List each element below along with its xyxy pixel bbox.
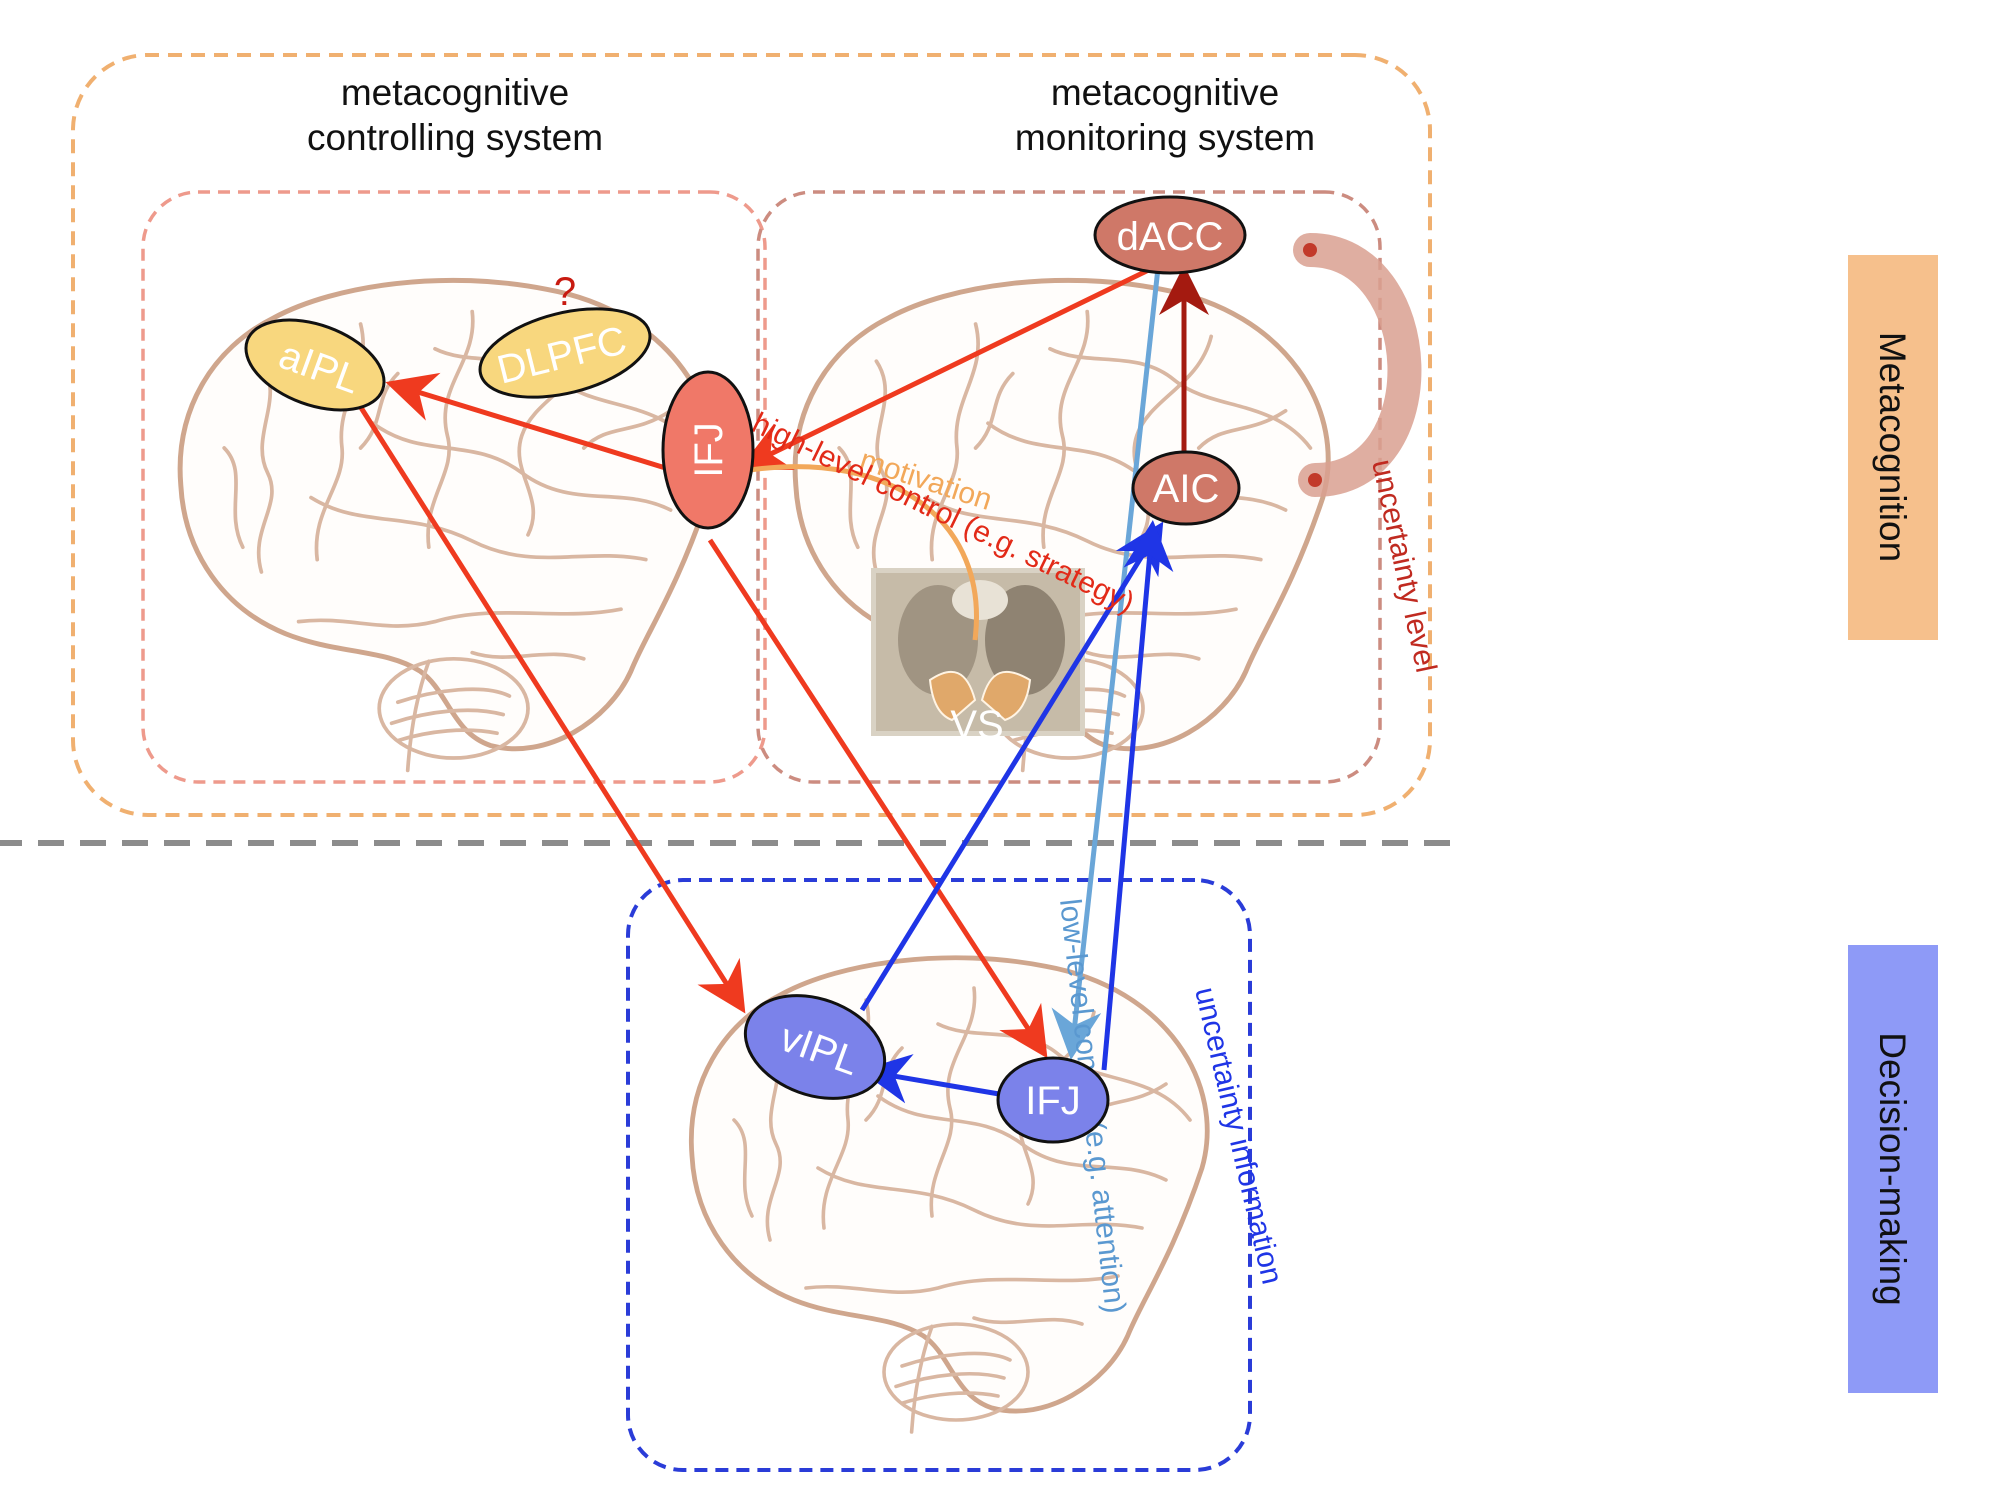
svg-text:Metacognition: Metacognition <box>1872 332 1913 562</box>
controlling-system-title: metacognitive controlling system <box>307 72 603 158</box>
metacognition-box <box>71 53 1432 817</box>
monitoring-system-box <box>756 190 1382 784</box>
region-DLPFC: DLPFC ? <box>478 270 652 399</box>
arrow-ifj-to-vipl <box>860 1054 1006 1104</box>
motivation-arc <box>749 464 979 641</box>
uncertainty-level-dot-top <box>1303 243 1317 257</box>
uncertainty-level-arc <box>1293 233 1422 497</box>
mirrored-figure: VS uncertainty level motivation <box>0 53 1450 1472</box>
region-vIPL: vIPL <box>743 994 887 1100</box>
arrow-high-level-control <box>739 242 1202 470</box>
svg-text:monitoring system: monitoring system <box>1015 117 1315 158</box>
region-dACC: dACC <box>1093 195 1247 275</box>
svg-text:IFJ: IFJ <box>687 422 731 478</box>
region-AIC: AIC <box>1131 450 1241 526</box>
svg-text:controlling system: controlling system <box>307 117 603 158</box>
vs-label: VS <box>950 703 1003 747</box>
arrow-ifj-to-aic <box>1101 520 1174 1071</box>
region-IFJ-top: IFJ <box>661 370 755 530</box>
arrow-aipl-to-vipl <box>350 393 746 1014</box>
svg-text:IFJ: IFJ <box>1025 1079 1081 1123</box>
arrow-ifj-to-ifj <box>707 538 1048 1059</box>
svg-text:metacognitive: metacognitive <box>1051 72 1279 113</box>
metacognition-side-label: Metacognition <box>1848 255 1938 640</box>
svg-text:AIC: AIC <box>1153 467 1220 511</box>
vs-slice-image: VS <box>871 568 1085 747</box>
svg-text:metacognitive: metacognitive <box>341 72 569 113</box>
decision-making-box <box>626 878 1252 1472</box>
uncertainty-level-dot-bottom <box>1308 473 1322 487</box>
monitoring-system-title: metacognitive monitoring system <box>1015 72 1315 158</box>
arrow-vipl-to-aic <box>859 521 1164 1012</box>
region-IFJ-bottom: IFJ <box>996 1056 1110 1144</box>
dlpfc-question-mark: ? <box>554 270 576 314</box>
svg-text:dACC: dACC <box>1117 215 1224 259</box>
controlling-system-box <box>141 190 767 784</box>
arrow-ifj-to-aipl <box>385 372 673 473</box>
svg-text:Decision-making: Decision-making <box>1872 1032 1913 1306</box>
region-aIPL: aIPL <box>244 318 386 412</box>
arrow-low-level-control <box>1051 249 1163 1060</box>
decision-making-side-label: Decision-making <box>1848 945 1938 1393</box>
